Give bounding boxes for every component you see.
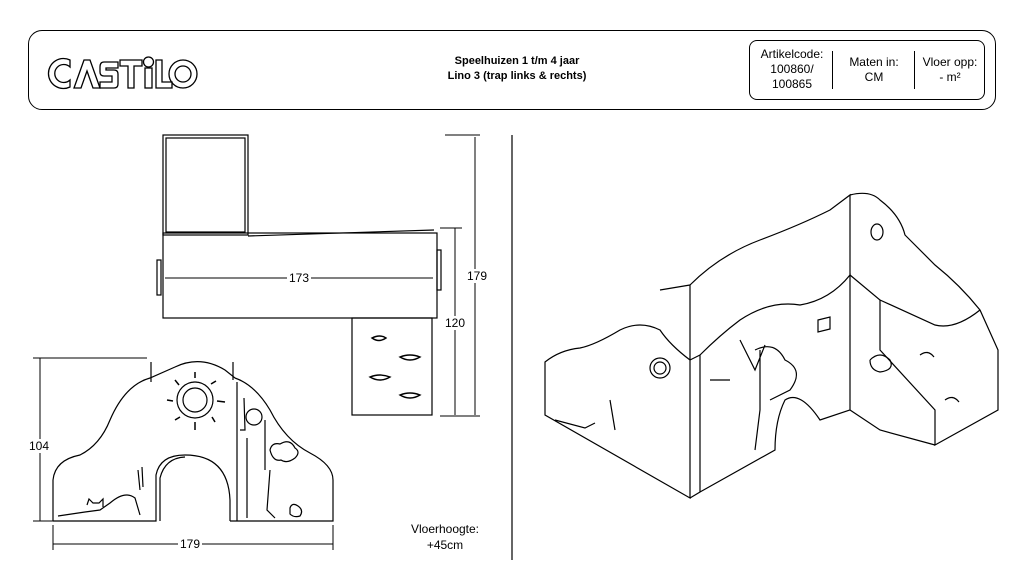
info-box: Artikelcode: 100860/ 100865 Maten in: CM… [749,40,985,100]
cell-divider [832,51,833,89]
maten-label: Maten in: [849,55,899,69]
artikelcode-label: Artikelcode: [760,47,824,61]
maten-cell: Maten in: CM [834,55,914,85]
drawing-title: Speelhuizen 1 t/m 4 jaar Lino 3 (trap li… [380,54,654,84]
top-width-dim: 173 [287,271,312,285]
front-width-dim: 179 [178,537,203,551]
stair-dim: 120 [443,316,468,330]
vloer-cell: Vloer opp: - m² [916,55,984,85]
title-block [28,30,996,110]
isometric-view [544,192,999,500]
artikelcode-1: 100860/ [770,62,814,76]
floor-height-note: Vloerhoogte: +45cm [400,521,490,553]
vloer-label: Vloer opp: [922,55,978,69]
front-height-dim: 104 [27,439,52,453]
front-view [33,357,334,550]
floor-height-label: Vloerhoogte: [410,522,480,536]
castilo-logo [47,56,198,90]
artikelcode-cell: Artikelcode: 100860/ 100865 [752,47,832,92]
cell-divider [914,51,915,89]
top-view [156,134,480,417]
maten-value: CM [864,70,884,84]
title-line-1: Speelhuizen 1 t/m 4 jaar [454,55,580,67]
vloer-value: - m² [939,70,961,84]
title-line-2: Lino 3 (trap links & rechts) [447,70,587,82]
artikelcode-2: 100865 [771,77,813,91]
top-depth-dim: 179 [465,269,490,283]
floor-height-value: +45cm [426,538,464,552]
